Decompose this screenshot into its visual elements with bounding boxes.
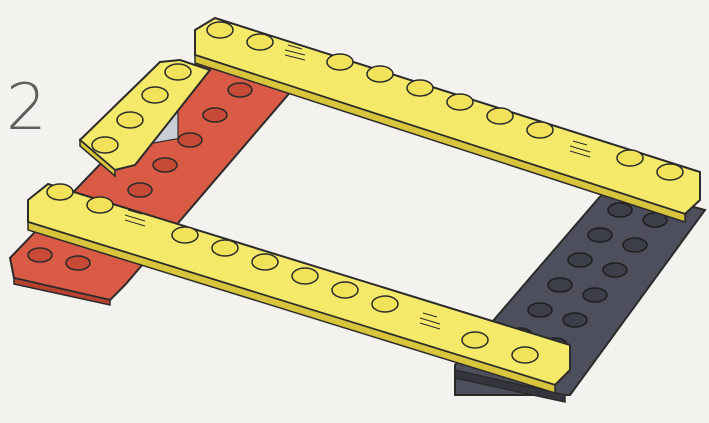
yellow-plate-top	[195, 18, 700, 222]
